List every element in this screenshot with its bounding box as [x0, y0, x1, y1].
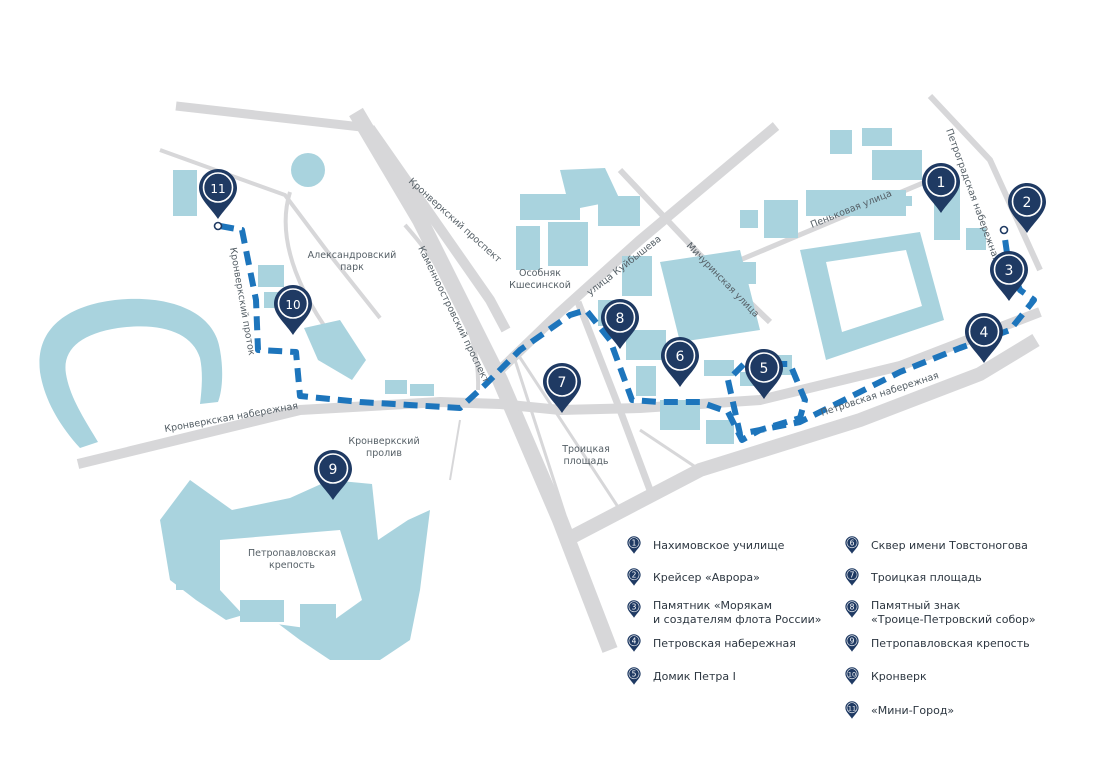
legend-label: Троицкая площадь: [870, 571, 982, 584]
map-pins: 1 2 3 4 5 6 7 8 9 10 11: [198, 162, 1047, 501]
legend-number: 1: [632, 539, 637, 548]
pin-number: 4: [980, 325, 989, 341]
label-park-2: парк: [340, 262, 364, 273]
route-start-dot: [213, 221, 223, 231]
route-end-dot: [999, 225, 1009, 235]
legend-item-2[interactable]: 2 Крейсер «Аврора»: [627, 567, 760, 587]
pin-number: 10: [285, 298, 300, 312]
legend-label: «Мини-Город»: [871, 704, 954, 717]
pin-number: 6: [676, 349, 685, 365]
walking-route: [213, 221, 1037, 443]
legend-label: Памятный знак: [871, 599, 961, 612]
label-kronverk-protok: Кронверкский проток: [227, 247, 257, 357]
legend-number: 9: [850, 637, 855, 646]
legend-label: Нахимовское училище: [653, 539, 785, 552]
legend-number: 5: [632, 670, 637, 679]
legend-number: 8: [850, 603, 855, 612]
legend-item-5[interactable]: 5 Домик Петра I: [627, 666, 736, 686]
legend-item-6[interactable]: 6 Сквер имени Товстоногова: [845, 535, 1028, 555]
legend-number: 10: [848, 671, 856, 679]
label-petropavl-1: Петропавловская: [248, 548, 336, 559]
map-pin-3[interactable]: 3: [989, 250, 1029, 302]
map-pin-8[interactable]: 8: [600, 298, 640, 350]
label-petropavl-2: крепость: [269, 560, 315, 571]
map-pin-4[interactable]: 4: [964, 312, 1004, 364]
legend-label: и создателям флота России»: [653, 613, 822, 626]
legend-number: 3: [632, 603, 637, 612]
pin-number: 3: [1005, 263, 1014, 279]
label-kamennoostrovsky: Каменноостровский проспект: [415, 244, 491, 385]
legend-label: Домик Петра I: [653, 670, 736, 683]
legend-label: Памятник «Морякам: [653, 599, 772, 612]
label-proliv-1: Кронверкский: [348, 436, 419, 447]
label-kshesinskaya-1: Особняк: [519, 268, 561, 279]
map-pin-5[interactable]: 5: [744, 348, 784, 400]
legend-label: Кронверк: [871, 670, 927, 683]
buildings-layer: [160, 128, 986, 660]
legend-label: Петровская набережная: [653, 637, 796, 650]
legend-item-3[interactable]: 3 Памятник «Морякам и создателям флота Р…: [627, 599, 822, 626]
label-troitskaya-2: площадь: [563, 456, 608, 467]
legend-item-7[interactable]: 7 Троицкая площадь: [845, 567, 982, 587]
legend-number: 11: [848, 705, 856, 713]
legend-number: 6: [850, 539, 855, 548]
legend-item-1[interactable]: 1 Нахимовское училище: [627, 535, 785, 555]
pin-number: 11: [210, 182, 225, 196]
legend-number: 7: [850, 571, 855, 580]
legend-number: 4: [632, 637, 637, 646]
map-pin-9[interactable]: 9: [313, 449, 353, 501]
route-line: [219, 223, 1037, 443]
map-pin-10[interactable]: 10: [273, 284, 313, 336]
map-pin-2[interactable]: 2: [1007, 182, 1047, 234]
legend-label: Крейсер «Аврора»: [653, 571, 760, 584]
water-layer: [39, 298, 223, 448]
river-bend: [39, 298, 223, 448]
legend-label: Петропавловская крепость: [871, 637, 1030, 650]
pin-number: 7: [558, 375, 567, 391]
map-pin-6[interactable]: 6: [660, 336, 700, 388]
legend-item-10[interactable]: 10 Кронверк: [845, 666, 927, 686]
map-pin-1[interactable]: 1: [921, 162, 961, 214]
label-proliv-2: пролив: [366, 448, 402, 459]
pin-number: 1: [937, 175, 946, 191]
legend-item-11[interactable]: 11 «Мини-Город»: [845, 700, 954, 720]
map-pin-7[interactable]: 7: [542, 362, 582, 414]
legend-label: Сквер имени Товстоногова: [871, 539, 1028, 552]
pin-number: 8: [616, 311, 625, 327]
pin-number: 9: [329, 462, 338, 478]
legend-item-4[interactable]: 4 Петровская набережная: [627, 633, 796, 653]
pin-number: 5: [760, 361, 769, 377]
label-park-1: Александровский: [308, 250, 397, 261]
legend-item-8[interactable]: 8 Памятный знак «Троице-Петровский собор…: [845, 599, 1036, 626]
pin-number: 2: [1023, 195, 1032, 211]
park-pond: [291, 153, 325, 187]
legend-number: 2: [632, 571, 637, 580]
label-kshesinskaya-2: Кшесинской: [509, 280, 571, 291]
map-pin-11[interactable]: 11: [198, 168, 238, 220]
legend-item-9[interactable]: 9 Петропавловская крепость: [845, 633, 1030, 653]
label-troitskaya-1: Троицкая: [561, 444, 610, 455]
legend-label: «Троице-Петровский собор»: [871, 613, 1036, 626]
legend: 1 Нахимовское училище 2 Крейсер «Аврора»…: [627, 535, 1036, 720]
